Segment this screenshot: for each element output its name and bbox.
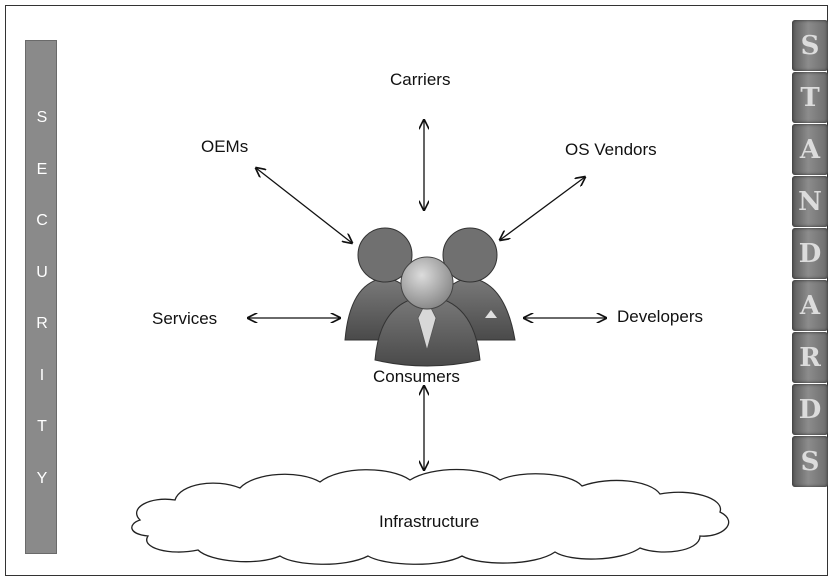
security-letter: T [37,418,47,435]
security-bar: S E C U R I T Y [25,40,57,554]
security-letter: R [36,315,48,332]
node-label-services: Services [152,309,218,328]
security-letter: C [36,212,48,229]
standards-strip: S T A N D A R D S [792,20,828,575]
cloud-icon [131,468,730,565]
node-label-developers: Developers [617,307,703,326]
standards-tile: A [792,280,828,331]
arrow-os-vendors [500,177,585,240]
security-letter: Y [36,469,48,487]
node-label-infrastructure: Infrastructure [379,512,480,531]
security-letter: U [36,263,48,281]
node-label-consumers: Consumers [373,367,460,386]
standards-tile: N [792,176,828,227]
security-letters: S E C U R I T Y [26,108,58,520]
standards-tile: D [792,384,828,435]
standards-tile: T [792,72,828,123]
arrow-oems [256,168,352,243]
security-letter: S [36,109,48,126]
security-letter: E [36,160,48,178]
standards-tile: D [792,228,828,279]
node-label-carriers: Carriers [390,70,451,89]
node-label-os-vendors: OS Vendors [565,140,657,159]
standards-tile: S [792,436,828,487]
standards-tile: A [792,124,828,175]
security-letter: I [39,366,45,384]
people-group-icon [344,227,516,367]
standards-tile: R [792,332,828,383]
standards-tile: S [792,20,828,71]
node-label-oems: OEMs [201,137,249,156]
